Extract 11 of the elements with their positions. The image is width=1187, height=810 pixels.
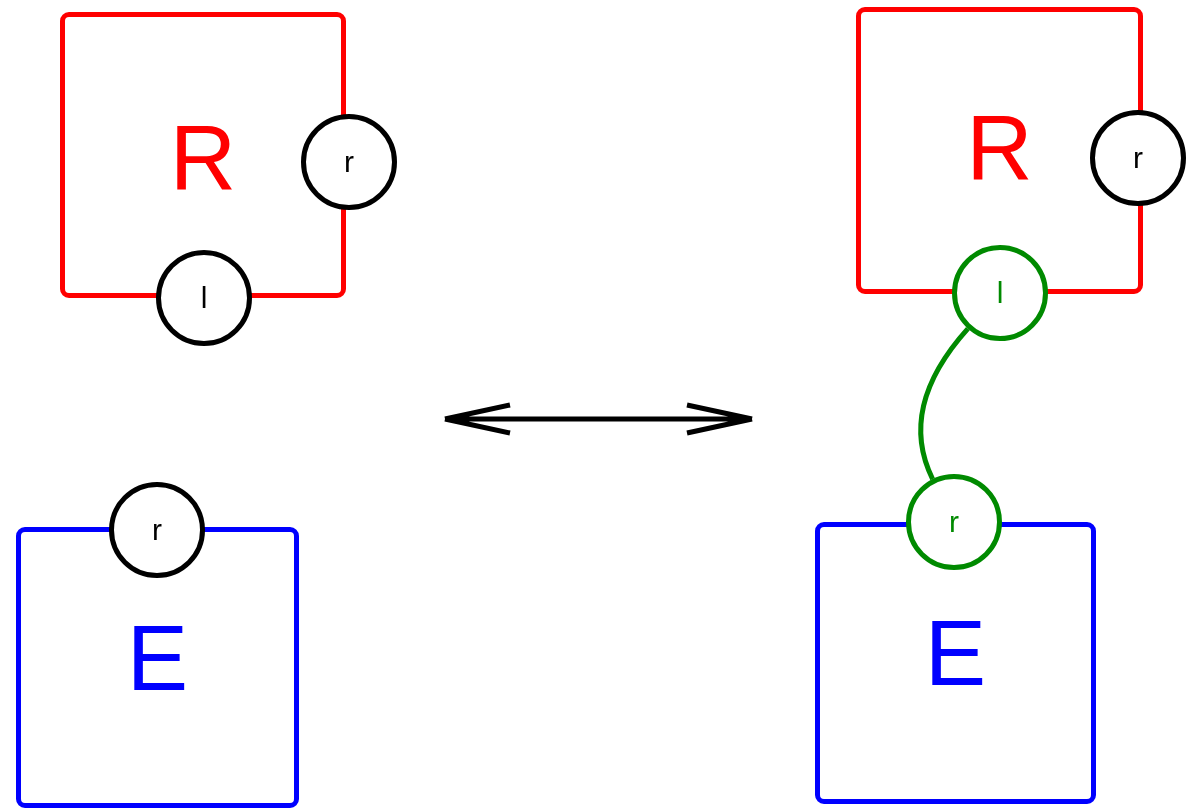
component-label: R [168,112,238,204]
port-label: r [152,515,162,545]
port-label: l [200,283,208,313]
component-label: E [125,612,190,704]
port-label: l [996,278,1004,308]
port-label: r [344,147,354,177]
component-label: R [965,102,1034,194]
port-label: r [1133,143,1143,173]
port-label: r [949,507,959,537]
component-label: E [923,607,988,699]
connector-curve [918,327,970,481]
